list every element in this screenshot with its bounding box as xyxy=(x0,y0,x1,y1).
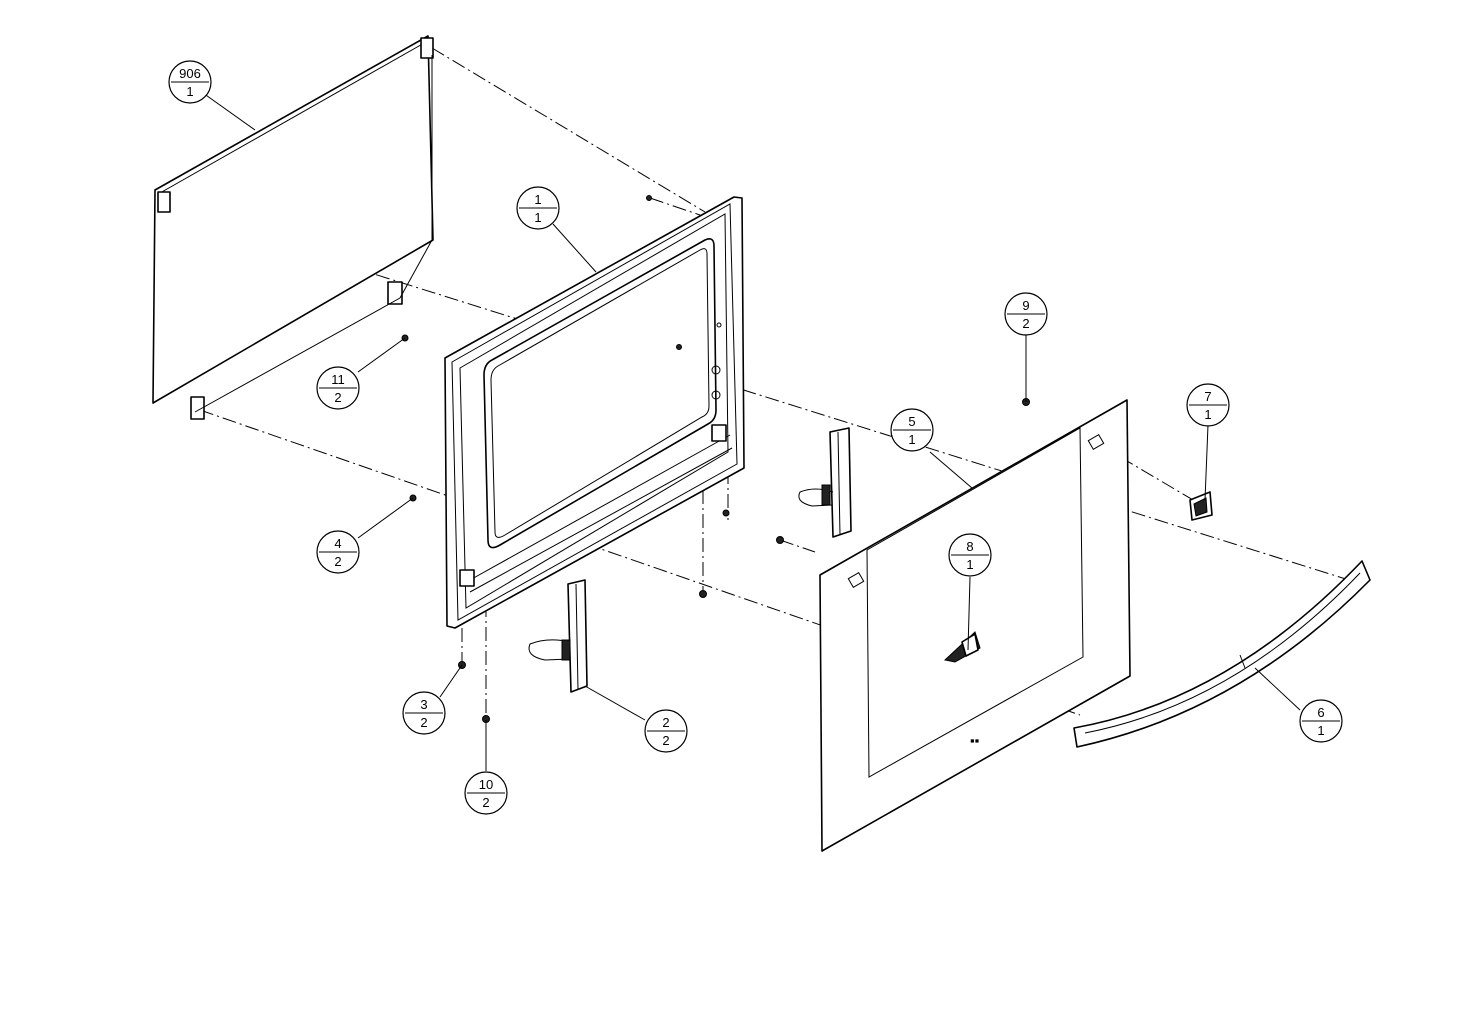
balloon-quantity: 1 xyxy=(186,84,193,99)
balloon-part-number: 1 xyxy=(534,192,541,207)
screws xyxy=(401,195,1030,723)
balloon-part-1: 11 xyxy=(516,186,560,230)
balloon-quantity: 2 xyxy=(334,554,341,569)
balloon-quantity: 2 xyxy=(482,795,489,810)
balloon-part-number: 8 xyxy=(966,539,973,554)
balloon-part-9: 92 xyxy=(1004,292,1048,336)
balloon-part-7: 71 xyxy=(1186,383,1230,427)
balloon-part-number: 6 xyxy=(1317,705,1324,720)
glass-clip-part-7 xyxy=(1189,491,1213,521)
balloon-part-number: 3 xyxy=(420,697,427,712)
balloon-part-number: 9 xyxy=(1022,298,1029,313)
back-panel-part-906 xyxy=(152,35,434,420)
balloon-leaders xyxy=(202,92,1301,771)
balloon-part-number: 5 xyxy=(908,414,915,429)
balloon-part-2: 22 xyxy=(644,709,688,753)
balloon-part-8: 81 xyxy=(948,533,992,577)
balloon-quantity: 2 xyxy=(334,390,341,405)
balloon-quantity: 1 xyxy=(534,210,541,225)
door-frame-part-1 xyxy=(444,196,745,629)
balloon-part-number: 2 xyxy=(662,715,669,730)
balloon-quantity: 1 xyxy=(1317,723,1324,738)
balloon-part-3: 32 xyxy=(402,691,446,735)
balloon-part-number: 7 xyxy=(1204,389,1211,404)
balloon-quantity: 2 xyxy=(1022,316,1029,331)
balloon-quantity: 1 xyxy=(966,557,973,572)
balloon-part-6: 61 xyxy=(1299,699,1343,743)
balloon-part-11: 112 xyxy=(316,366,360,410)
glass-clip-part-8 xyxy=(943,631,981,663)
handle-part-6 xyxy=(1073,560,1371,748)
balloon-part-number: 906 xyxy=(179,66,201,81)
balloon-part-number: 10 xyxy=(479,777,493,792)
balloon-part-4: 42 xyxy=(316,530,360,574)
balloon-quantity: 2 xyxy=(662,733,669,748)
balloon-quantity: 1 xyxy=(908,432,915,447)
balloon-part-10: 102 xyxy=(464,771,508,815)
balloon-part-5: 51 xyxy=(890,408,934,452)
outer-glass-part-5: ▪▪ xyxy=(819,399,1131,852)
balloon-quantity: 2 xyxy=(420,715,427,730)
balloon-part-number: 11 xyxy=(331,372,345,387)
hinge-part-2-upper xyxy=(798,427,852,538)
svg-text:▪▪: ▪▪ xyxy=(970,733,979,748)
balloon-quantity: 1 xyxy=(1204,407,1211,422)
balloon-part-number: 4 xyxy=(334,536,341,551)
hinge-part-2-lower xyxy=(528,579,588,693)
